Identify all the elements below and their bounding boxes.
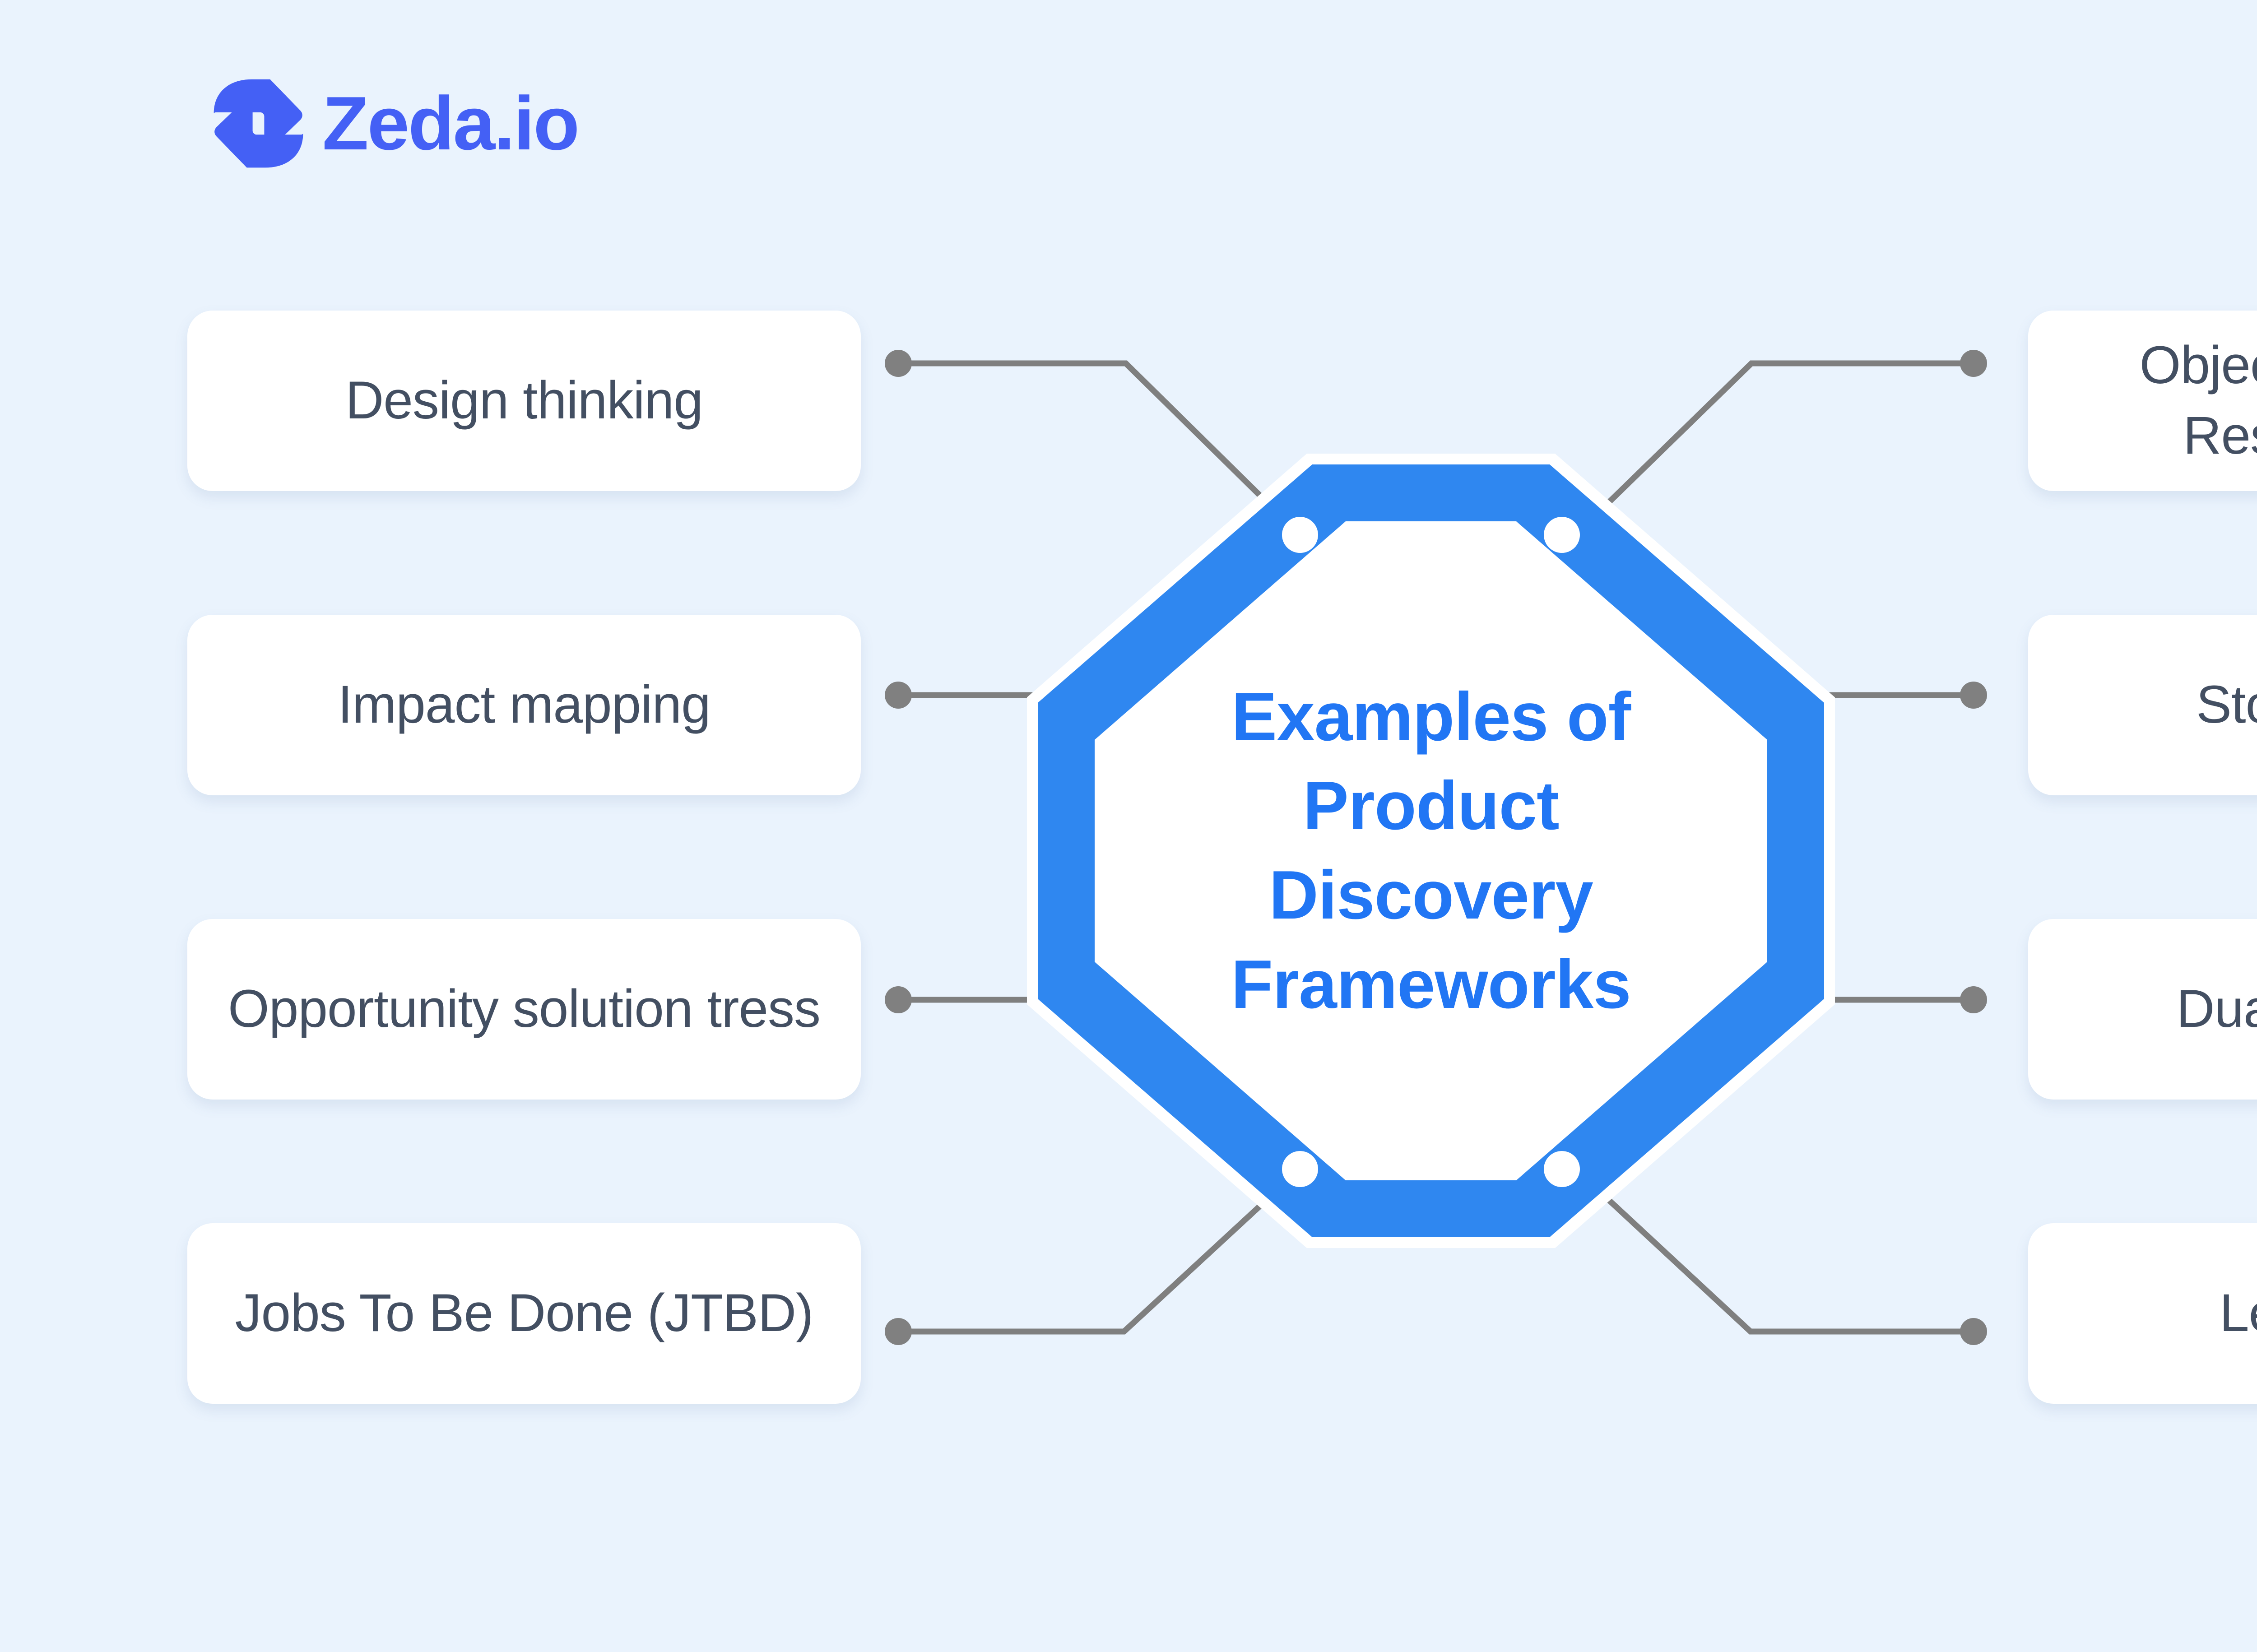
framework-card-design-thinking[interactable]: Design thinking bbox=[187, 311, 861, 491]
hub-octagon: Examples of Product Discovery Frameworks bbox=[1018, 445, 1844, 1257]
framework-card-label: Dual- track agile bbox=[2176, 979, 2257, 1039]
hub-node-left-upper bbox=[1117, 722, 1153, 758]
hub-node-bottom-right bbox=[1544, 1151, 1580, 1187]
zeda-refresh-mark-icon bbox=[214, 79, 303, 168]
framework-card-label: Lean startup bbox=[2219, 1283, 2257, 1343]
hub-node-bottom-left bbox=[1282, 1151, 1318, 1187]
hub-node-dots bbox=[1117, 517, 1745, 1187]
hub-octagon-shape bbox=[1027, 454, 1835, 1248]
connector-dot-left-3 bbox=[885, 986, 912, 1013]
connector-dot-left-2 bbox=[885, 682, 912, 709]
connector-dot-left-4 bbox=[885, 1318, 912, 1345]
connector-dot-right-2 bbox=[1960, 682, 1987, 709]
hub-node-right-lower bbox=[1709, 946, 1745, 982]
framework-card-story-mapping[interactable]: Story mapping bbox=[2028, 615, 2257, 795]
framework-card-jobs-to-be-done[interactable]: Jobs To Be Done (JTBD) bbox=[187, 1223, 861, 1404]
framework-card-label: Design thinking bbox=[345, 371, 703, 431]
connector-dot-left-1 bbox=[885, 350, 912, 377]
framework-card-label: Jobs To Be Done (JTBD) bbox=[235, 1283, 814, 1343]
hub-node-top-left bbox=[1282, 517, 1318, 553]
brand-wordmark: Zeda.io bbox=[322, 80, 580, 166]
hub-title-wrap: Examples of Product Discovery Frameworks bbox=[1018, 445, 1844, 1257]
hub-node-top-right bbox=[1544, 517, 1580, 553]
framework-card-okrs[interactable]: Objectives and Key Results (OKRs) bbox=[2028, 311, 2257, 491]
brand-logo[interactable]: Zeda.io bbox=[210, 74, 580, 172]
hub-node-right-upper bbox=[1709, 722, 1745, 758]
framework-card-impact-mapping[interactable]: Impact mapping bbox=[187, 615, 861, 795]
framework-card-label: Opportunity solution tress bbox=[228, 979, 821, 1039]
framework-card-lean-startup[interactable]: Lean startup bbox=[2028, 1223, 2257, 1404]
connector-dot-right-1 bbox=[1960, 350, 1987, 377]
hub-node-left-lower bbox=[1117, 946, 1153, 982]
framework-card-label: Impact mapping bbox=[338, 675, 711, 735]
connector-dot-right-4 bbox=[1960, 1318, 1987, 1345]
framework-card-label: Objectives and Key Results (OKRs) bbox=[2139, 335, 2257, 465]
framework-card-opportunity-solution-tress[interactable]: Opportunity solution tress bbox=[187, 919, 861, 1100]
framework-card-dual-track-agile[interactable]: Dual- track agile bbox=[2028, 919, 2257, 1100]
framework-card-label: Story mapping bbox=[2196, 675, 2257, 735]
connector-dot-right-3 bbox=[1960, 986, 1987, 1013]
hub-title: Examples of Product Discovery Frameworks bbox=[1231, 678, 1631, 1023]
